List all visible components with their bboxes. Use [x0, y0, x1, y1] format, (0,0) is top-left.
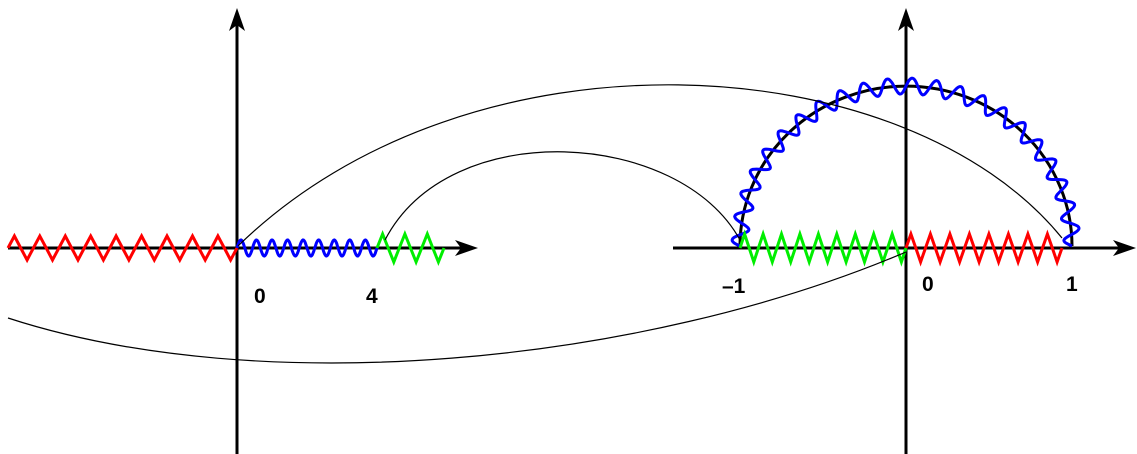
left-tick-label-four: 4 — [366, 285, 378, 308]
left-imaginary-axis-arrowhead — [229, 8, 245, 31]
left-real-axis-arrowhead — [455, 240, 478, 256]
mapping-curve-outer — [237, 84, 1063, 247]
mapping-curves — [7, 84, 1063, 364]
left-tick-label-zero: 0 — [254, 285, 266, 308]
right-blue-wavy-semicircle — [730, 76, 1081, 248]
right-red-zigzag-segment — [904, 229, 1064, 267]
left-red-zigzag-segment — [6, 232, 239, 264]
mapping-curve-inner — [384, 151, 741, 241]
left-plane: 0 4 — [6, 8, 478, 454]
mapping-curve-lower — [7, 251, 907, 364]
left-green-zigzag-segment — [375, 229, 446, 267]
right-green-zigzag-segment — [738, 229, 908, 267]
right-imaginary-axis-arrowhead — [898, 8, 914, 31]
right-tick-label-minus-one: –1 — [722, 275, 746, 298]
right-tick-label-zero: 0 — [922, 273, 934, 296]
right-real-axis-arrowhead — [1113, 240, 1136, 256]
right-tick-label-one: 1 — [1066, 273, 1078, 296]
right-plane: –1 0 1 — [673, 8, 1136, 454]
left-blue-wavy-segment — [235, 238, 379, 258]
